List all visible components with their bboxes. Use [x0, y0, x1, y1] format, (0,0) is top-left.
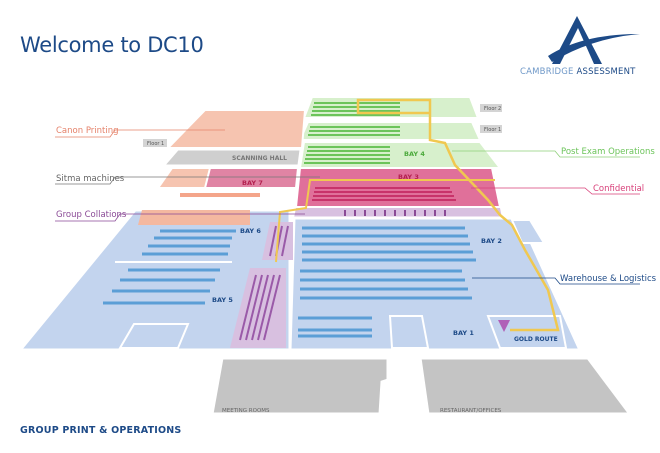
restaurant-offices-area[interactable] — [418, 356, 633, 416]
post-exam-floor-1[interactable] — [298, 121, 502, 141]
bay-4-area[interactable] — [298, 141, 503, 169]
callout-warehouse-logistics[interactable]: Warehouse & Logistics — [560, 274, 657, 284]
scanning-hall-label: SCANNING HALL — [232, 155, 287, 162]
canon-printing-floor[interactable] — [143, 109, 307, 149]
bay-5-label: BAY 5 — [212, 296, 233, 304]
gold-route-start-icon — [498, 320, 510, 332]
gold-route-label: GOLD ROUTE — [514, 336, 558, 343]
bay-4-label: BAY 4 — [404, 150, 425, 158]
callout-group-collations[interactable]: Group Collations — [56, 210, 127, 220]
floor-tag-canon-1: Floor 1 — [147, 141, 164, 147]
meeting-rooms-area[interactable] — [210, 356, 390, 416]
floor-tag-green-1: Floor 1 — [484, 127, 501, 133]
callout-confidential[interactable]: Confidential — [593, 184, 644, 194]
bay-7-area[interactable] — [203, 167, 300, 189]
page-title: Welcome to DC10 — [20, 33, 204, 57]
bay-1-label: BAY 1 — [453, 329, 474, 337]
meeting-rooms-label: MEETING ROOMS — [222, 408, 270, 414]
bay-3-label: BAY 3 — [398, 173, 419, 181]
callout-sitma-machines[interactable]: Sitma machines — [56, 174, 125, 184]
bay-7-label: BAY 7 — [242, 179, 263, 187]
scanning-hall-area[interactable] — [163, 149, 301, 166]
logo-text: CAMBRIDGE ASSESSMENT — [520, 67, 636, 77]
floor-tag-green-2: Floor 2 — [484, 106, 501, 112]
callout-canon-printing[interactable]: Canon Printing — [56, 126, 119, 136]
callout-post-exam-operations[interactable]: Post Exam Operations — [561, 147, 655, 157]
cambridge-assessment-logo-icon — [548, 16, 640, 64]
bay-6-label: BAY 6 — [240, 227, 261, 235]
bay-2-label: BAY 2 — [481, 237, 502, 245]
footer-title: GROUP PRINT & OPERATIONS — [20, 425, 182, 436]
restaurant-offices-label: RESTAURANT/OFFICES — [440, 408, 502, 414]
gold-route-path — [356, 98, 560, 332]
